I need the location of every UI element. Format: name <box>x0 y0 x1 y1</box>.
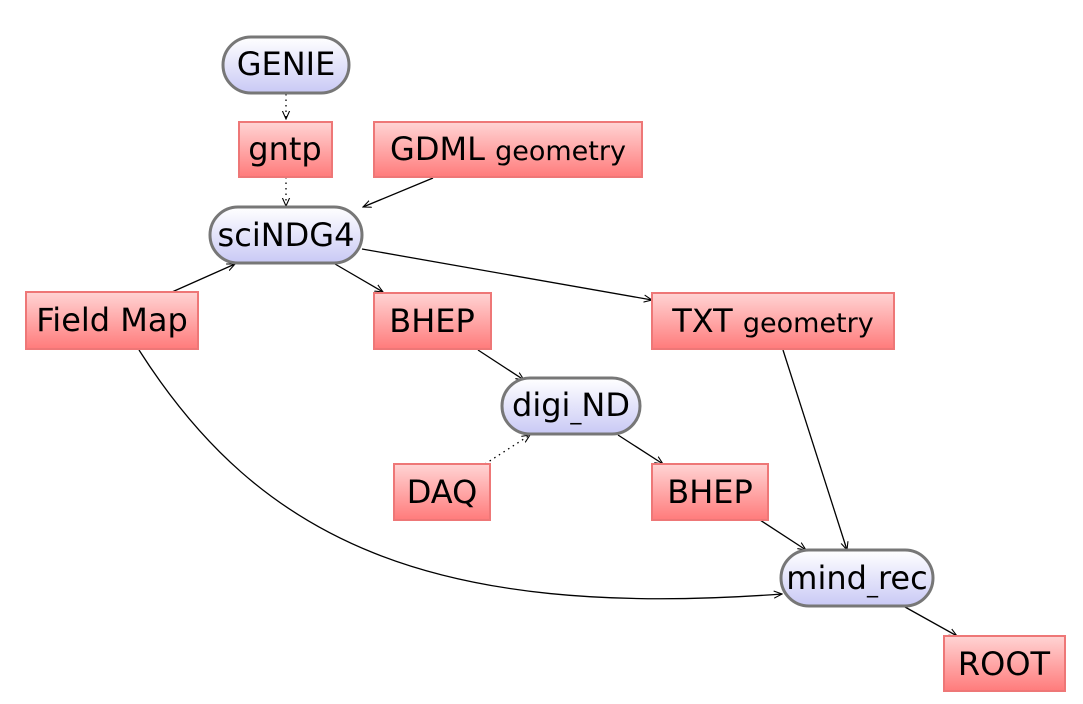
node-mindrec[interactable]: mind_rec <box>779 548 935 608</box>
node-gdml-label: GDML geometry <box>390 130 626 168</box>
edge-scindg4-bhep1 <box>334 263 383 292</box>
node-bhep1[interactable]: BHEP <box>373 292 492 350</box>
node-gntp[interactable]: gntp <box>238 121 333 178</box>
edges <box>138 94 957 636</box>
edge-fieldmap-scindg4 <box>171 263 235 293</box>
node-genie-label: GENIE <box>237 45 336 83</box>
node-root-label: ROOT <box>958 645 1051 683</box>
node-fieldmap[interactable]: Field Map <box>25 291 199 350</box>
node-bhep2-label: BHEP <box>667 473 753 511</box>
edge-bhep1-digind <box>477 349 524 380</box>
node-mindrec-label: mind_rec <box>786 559 927 598</box>
edge-bhep2-mindrec <box>759 519 806 550</box>
node-genie[interactable]: GENIE <box>221 35 351 95</box>
node-gntp-label: gntp <box>248 130 321 168</box>
node-txtgeom[interactable]: TXT geometry <box>651 292 895 350</box>
node-daq-label: DAQ <box>407 473 478 511</box>
node-gdml[interactable]: GDML geometry <box>373 121 643 178</box>
edge-txtgeom-mindrec <box>782 349 847 550</box>
node-txtgeom-label: TXT geometry <box>671 302 873 340</box>
edge-scindg4-txtgeom <box>361 248 652 300</box>
node-bhep2[interactable]: BHEP <box>651 463 769 521</box>
node-bhep1-label: BHEP <box>389 302 475 340</box>
node-digind[interactable]: digi_ND <box>500 376 642 436</box>
node-scindg4[interactable]: sciNDG4 <box>208 205 364 265</box>
node-scindg4-label: sciNDG4 <box>218 216 355 254</box>
node-root[interactable]: ROOT <box>943 635 1066 692</box>
node-digind-label: digi_ND <box>512 386 630 425</box>
node-fieldmap-label: Field Map <box>36 301 188 339</box>
edge-fieldmap-mindrec <box>138 349 782 600</box>
node-daq[interactable]: DAQ <box>393 463 491 521</box>
edge-digind-bhep2 <box>617 434 663 464</box>
edge-gdml-scindg4 <box>363 177 434 207</box>
edge-daq-digind <box>484 435 530 465</box>
edge-mindrec-root <box>904 606 957 636</box>
